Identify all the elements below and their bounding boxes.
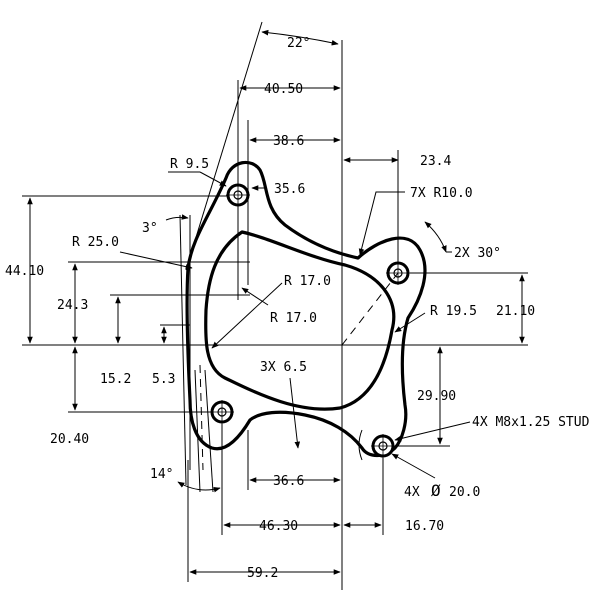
label-24-3: 24.3 <box>57 298 88 313</box>
label-r-17-0-b: R 17.0 <box>270 311 317 326</box>
label-36-6: 36.6 <box>273 474 304 489</box>
label-20-40: 20.40 <box>50 432 89 447</box>
label-stud-callout: 4X M8x1.25 STUD <box>472 415 590 430</box>
label-5-3: 5.3 <box>152 372 175 387</box>
gasket-port-opening <box>204 230 396 411</box>
label-16-70: 16.70 <box>405 519 444 534</box>
label-44-10: 44.10 <box>5 264 44 279</box>
label-29-90: 29.90 <box>417 389 456 404</box>
extension-lines <box>22 21 528 582</box>
label-23-4: 23.4 <box>420 154 451 169</box>
label-3x-6-5: 3X 6.5 <box>260 360 307 375</box>
dimension-labels: 22° 40.50 38.6 R 9.5 35.6 23.4 7X R10.0 … <box>5 36 590 581</box>
bolt-hole-top-left <box>226 183 250 207</box>
label-angle-3: 3° <box>142 221 158 236</box>
label-15-2: 15.2 <box>100 372 131 387</box>
label-angle-22: 22° <box>287 36 310 51</box>
label-59-2: 59.2 <box>247 566 278 581</box>
label-21-10: 21.10 <box>496 304 535 319</box>
label-r-25-0: R 25.0 <box>72 235 119 250</box>
label-r-17-0-a: R 17.0 <box>284 274 331 289</box>
label-dia-value: 20.0 <box>449 485 480 500</box>
diameter-symbol-icon: Ø <box>431 481 441 500</box>
label-7x-r10: 7X R10.0 <box>410 186 473 201</box>
leader-lines <box>119 171 471 479</box>
bolt-hole-bottom-left <box>210 400 234 424</box>
dimension-lines <box>27 29 525 575</box>
label-2x-30: 2X 30° <box>454 246 501 261</box>
label-35-6: 35.6 <box>274 182 305 197</box>
label-r-19-5: R 19.5 <box>430 304 477 319</box>
label-40-50: 40.50 <box>264 82 303 97</box>
label-46-30: 46.30 <box>259 519 298 534</box>
label-angle-14: 14° <box>150 467 173 482</box>
label-dia-prefix: 4X <box>404 485 420 500</box>
bolt-hole-bottom-right <box>371 434 395 458</box>
label-38-6: 38.6 <box>273 134 304 149</box>
datum-lines <box>22 40 528 590</box>
label-r-9-5: R 9.5 <box>170 157 209 172</box>
